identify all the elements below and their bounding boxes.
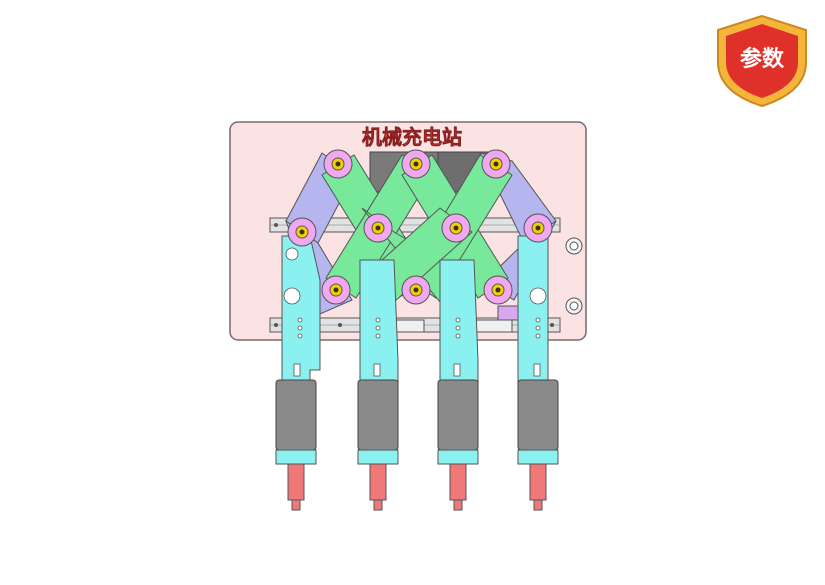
screw-icon [565, 237, 583, 315]
panel-title: 机械充电站 [362, 125, 462, 149]
arm-holes [283, 247, 547, 339]
rail-blocks [391, 305, 519, 333]
motors [275, 379, 559, 451]
pivot-icon [287, 149, 553, 305]
badge-shield-icon[interactable]: 参数 [717, 14, 807, 108]
plugs [287, 463, 547, 511]
cyan-arms [281, 235, 549, 387]
motor-collars [275, 449, 559, 465]
badge-label: 参数 [740, 46, 785, 72]
arm-notches [293, 363, 541, 377]
